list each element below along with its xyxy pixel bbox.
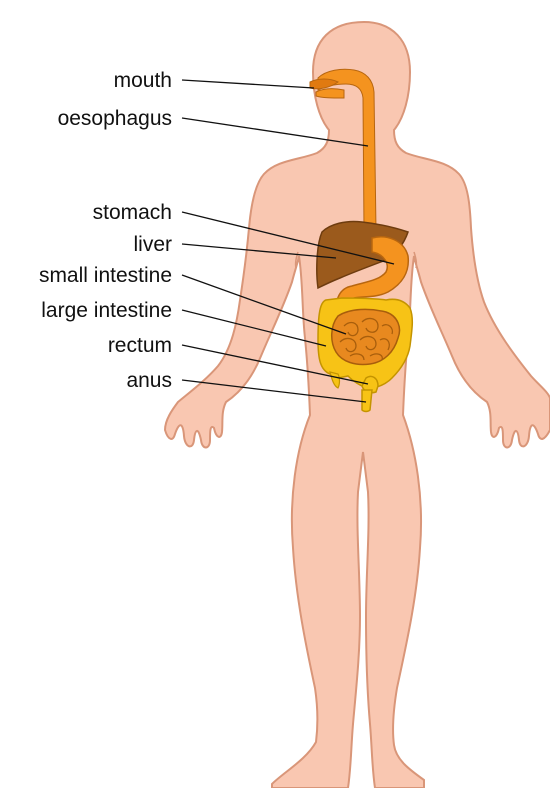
label-large-intestine: large intestine: [41, 299, 172, 322]
label-oesophagus: oesophagus: [58, 107, 172, 130]
body-silhouette: [165, 22, 550, 788]
label-stomach: stomach: [93, 201, 172, 224]
label-liver: liver: [133, 233, 172, 256]
anus: [362, 390, 372, 412]
mouth-leader: [182, 80, 314, 88]
label-rectum: rectum: [108, 334, 172, 357]
label-anus: anus: [126, 369, 172, 392]
label-small-intestine: small intestine: [39, 264, 172, 287]
label-mouth: mouth: [114, 69, 172, 92]
mouth-lower: [316, 89, 344, 98]
